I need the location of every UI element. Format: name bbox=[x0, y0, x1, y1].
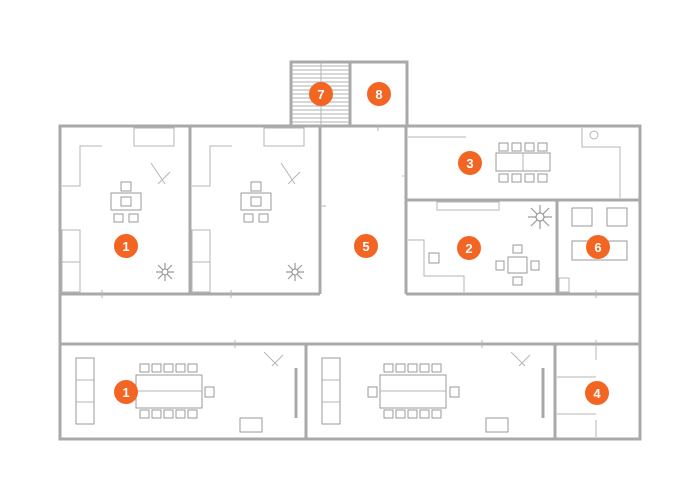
conference-furniture-left bbox=[75, 351, 298, 433]
staircase bbox=[292, 62, 379, 131]
plant-icons bbox=[156, 205, 552, 281]
meeting-room-furniture bbox=[495, 142, 551, 183]
room-marker-office-left[interactable]: 1 bbox=[114, 234, 138, 258]
office-furniture-right bbox=[240, 162, 301, 223]
room-marker-room-4[interactable]: 4 bbox=[585, 381, 609, 405]
interior-walls bbox=[60, 126, 640, 439]
room-marker-lounge[interactable]: 2 bbox=[457, 236, 481, 260]
room-marker-room-6[interactable]: 6 bbox=[586, 235, 610, 259]
conference-furniture-right bbox=[321, 351, 545, 433]
room-marker-corridor[interactable]: 5 bbox=[354, 234, 378, 258]
office-furniture-left bbox=[110, 162, 171, 223]
room-marker-room-8[interactable]: 8 bbox=[367, 82, 391, 106]
room-marker-conference[interactable]: 1 bbox=[114, 380, 138, 404]
room-marker-stairs[interactable]: 7 bbox=[309, 82, 333, 106]
partitions bbox=[61, 127, 621, 437]
room-marker-meeting-room[interactable]: 3 bbox=[458, 151, 482, 175]
lounge-furniture bbox=[428, 244, 540, 286]
